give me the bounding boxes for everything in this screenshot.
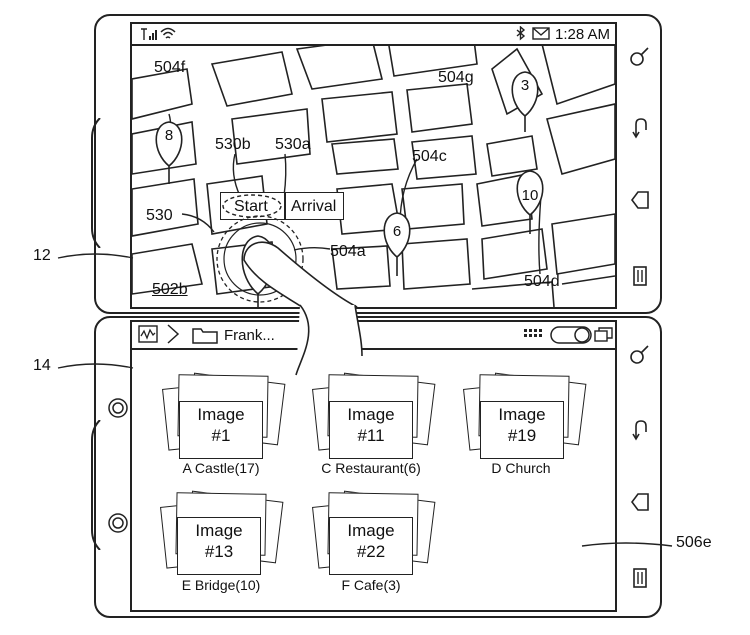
label-506e: 506e [676, 535, 712, 551]
label-12: 12 [33, 248, 51, 264]
label-14: 14 [33, 358, 51, 374]
